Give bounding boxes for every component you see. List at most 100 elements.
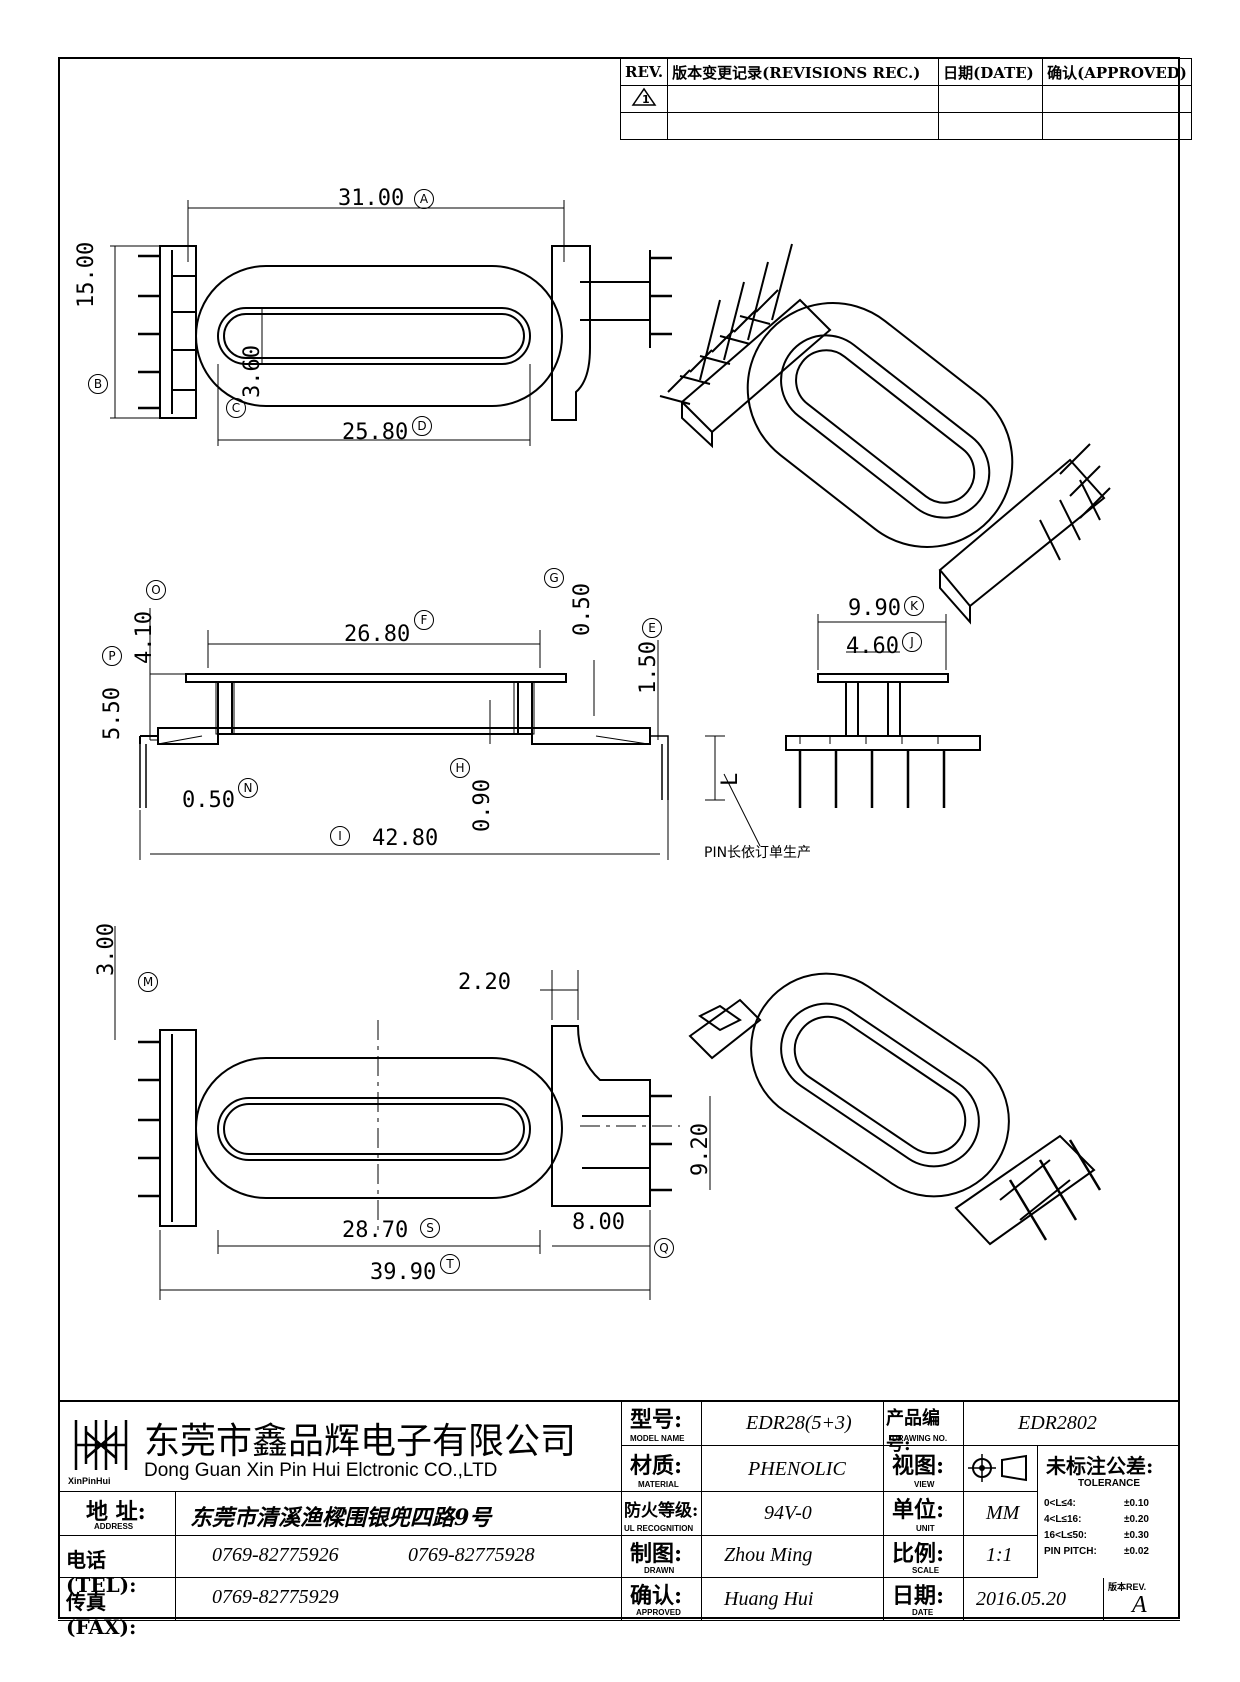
fax-label: 传真(FAX): <box>66 1590 137 1639</box>
material-label-cell: 材质: MATERIAL <box>622 1446 702 1492</box>
tolerance-cell: 未标注公差: TOLERANCE 0<L≤4:±0.10 4<L≤16: ±0.2… <box>1038 1446 1180 1621</box>
drawn-value: Zhou Ming <box>724 1544 813 1566</box>
dim-q2-text: 9.20 <box>688 1123 713 1176</box>
tolerance-label: 未标注公差: <box>1046 1454 1154 1478</box>
logo-text: XinPinHui <box>68 1476 111 1486</box>
tolerance-value: ±0.20 <box>1124 1514 1149 1525</box>
marker-p: P <box>102 646 122 666</box>
fax-value: 0769-82775929 <box>212 1586 339 1608</box>
marker-o: O <box>146 580 166 600</box>
tel-2: 0769-82775928 <box>408 1544 535 1566</box>
tolerance-range: 4<L≤16: <box>1044 1514 1082 1525</box>
dim-d-text: 25.80 <box>342 420 409 445</box>
tolerance-value: ±0.30 <box>1124 1530 1149 1541</box>
tolerance-range: PIN PITCH: <box>1044 1546 1097 1557</box>
drawn-label: 制图: <box>630 1541 683 1567</box>
tel-value-cell: 0769-82775926 0769-82775928 <box>176 1536 622 1578</box>
company-name-en: Dong Guan Xin Pin Hui Elctronic CO.,LTD <box>144 1460 498 1481</box>
marker-g: G <box>544 568 564 588</box>
view-label: 视图: <box>892 1453 945 1479</box>
drawn-label-cell: 制图: DRAWN <box>622 1536 702 1578</box>
unit-label-cell: 单位: UNIT <box>884 1492 964 1536</box>
tolerance-sublabel: TOLERANCE <box>1078 1478 1141 1489</box>
scale-label: 比例: <box>892 1541 945 1567</box>
address-label-cell: 地 址: ADDRESS <box>58 1492 176 1536</box>
tolerance-list: 0<L≤4:±0.10 4<L≤16: ±0.20 16<L≤50:±0.30 P… <box>1044 1496 1149 1560</box>
marker-e: E <box>642 618 662 638</box>
date-sublabel: DATE <box>912 1608 934 1617</box>
dim-t-text: 39.90 <box>370 1260 437 1285</box>
projection-symbol-icon <box>968 1454 1027 1482</box>
unit-value-cell: MM <box>964 1492 1038 1536</box>
marker-h: H <box>450 758 470 778</box>
revisions-header: 版本变更记录(REVISIONS REC.) <box>667 58 940 86</box>
dim-q1-text: 8.00 <box>572 1210 625 1235</box>
front-view <box>139 608 761 860</box>
revision-table: REV. 版本变更记录(REVISIONS REC.) 日期(DATE) 确认(… <box>619 58 1192 140</box>
date-label: 日期: <box>892 1583 945 1609</box>
drawn-value-cell: Zhou Ming <box>702 1536 884 1578</box>
material-sublabel: MATERIAL <box>638 1480 679 1489</box>
address-label: 地 址: <box>86 1499 146 1525</box>
marker-j: J <box>902 632 922 652</box>
marker-f: F <box>414 610 434 630</box>
unit-value: MM <box>986 1502 1020 1524</box>
dim-e-text: 1.50 <box>636 641 661 694</box>
approved-sublabel: APPROVED <box>636 1608 681 1617</box>
tolerance-row: 0<L≤4:±0.10 <box>1044 1496 1149 1512</box>
title-block: XinPinHui 东莞市鑫品辉电子有限公司 Dong Guan Xin Pin… <box>58 1400 1180 1639</box>
model-value-cell: EDR28(5+3) <box>702 1402 884 1446</box>
material-label: 材质: <box>630 1453 683 1479</box>
marker-q: Q <box>654 1238 674 1258</box>
date-value: 2016.05.20 <box>976 1588 1066 1610</box>
marker-k: K <box>904 596 924 616</box>
rev-label: 版本REV. <box>1108 1582 1147 1592</box>
marker-n: N <box>238 778 258 798</box>
dim-h-text: 0.90 <box>470 779 495 832</box>
tolerance-row: 16<L≤50:±0.30 <box>1044 1528 1149 1544</box>
flame-label-cell: 防火等级: UL RECOGNITION <box>622 1492 702 1536</box>
dim-p-text: 5.50 <box>100 687 125 740</box>
dim-c-text: 3.60 <box>240 345 265 398</box>
date-value-cell: 2016.05.20 <box>964 1578 1104 1621</box>
marker-a: A <box>414 189 434 209</box>
tel-1: 0769-82775926 <box>212 1544 339 1566</box>
dim-b-text: 15.00 <box>74 241 99 308</box>
dim-a-text: 31.00 <box>338 186 405 211</box>
tolerance-value: ±0.10 <box>1124 1498 1149 1509</box>
dim-r-text: 2.20 <box>458 970 511 995</box>
dim-g-text: 0.50 <box>570 583 595 636</box>
date-header: 日期(DATE) <box>938 58 1044 86</box>
approved-value: Huang Hui <box>724 1588 814 1610</box>
flame-value: 94V-0 <box>764 1502 812 1524</box>
address-value-cell: 东莞市清溪渔樑围银兜四路9号 <box>176 1492 622 1536</box>
drawing-no-value: EDR2802 <box>1018 1412 1097 1434</box>
bottom-view <box>114 926 711 1300</box>
company-name-cn: 东莞市鑫品辉电子有限公司 <box>144 1421 577 1462</box>
marker-m: M <box>138 972 158 992</box>
drawing-no-value-cell: EDR2802 <box>964 1402 1180 1446</box>
dim-f-text: 26.80 <box>344 622 411 647</box>
model-label: 型号: <box>630 1407 683 1433</box>
marker-b: B <box>88 374 108 394</box>
company-logo-icon <box>74 1420 128 1470</box>
iso-view-bottom <box>688 972 1102 1246</box>
dim-j-text: 4.60 <box>846 634 899 659</box>
marker-t: T <box>440 1254 460 1274</box>
rev-value: A <box>1132 1592 1147 1618</box>
drawing-no-label-cell: 产品编号: DRAWING NO. <box>884 1402 964 1455</box>
flame-sublabel: UL RECOGNITION <box>624 1524 694 1533</box>
scale-value-cell: 1:1 <box>964 1536 1038 1578</box>
view-label-cell: 视图: VIEW <box>884 1446 964 1492</box>
side-view <box>785 614 981 808</box>
company-cell: XinPinHui 东莞市鑫品辉电子有限公司 Dong Guan Xin Pin… <box>58 1402 622 1492</box>
model-label-cell: 型号: MODEL NAME <box>622 1402 702 1446</box>
drawing-no-label: 产品编号: <box>886 1408 940 1455</box>
approved-value-cell: Huang Hui <box>702 1578 884 1621</box>
drawing-frame <box>58 57 1180 1619</box>
dim-i-text: 42.80 <box>372 826 439 851</box>
dim-m-text: 3.00 <box>94 923 119 976</box>
svg-text:1: 1 <box>642 93 650 106</box>
dim-l-text: L <box>718 772 743 786</box>
address-sublabel: ADDRESS <box>94 1522 134 1531</box>
